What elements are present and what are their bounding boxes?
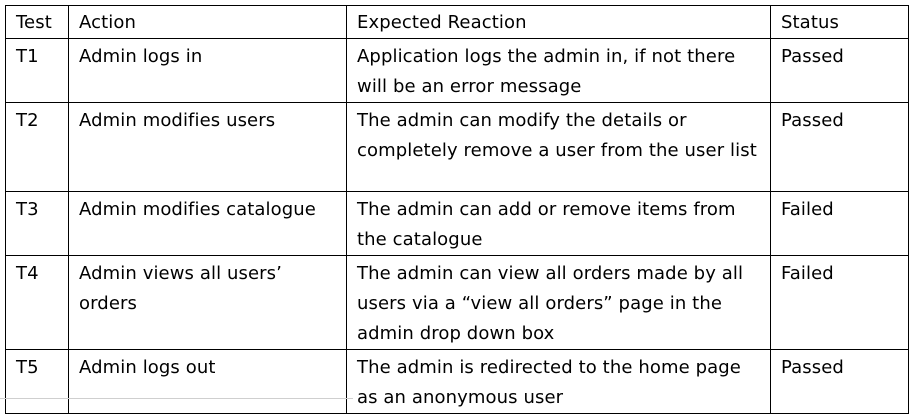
table-row: T3 Admin modifies catalogue The admin ca… (5, 191, 909, 256)
cell-status: Passed (770, 38, 909, 103)
cell-action: Admin logs in (68, 38, 347, 103)
header-status: Status (770, 5, 909, 39)
cell-test-id: T2 (5, 102, 69, 192)
table-row: T4 Admin views all users’ orders The adm… (5, 255, 909, 350)
header-action: Action (68, 5, 347, 39)
cell-test-id: T4 (5, 255, 69, 350)
cell-action: Admin logs out (68, 349, 347, 414)
cell-status: Failed (770, 255, 909, 350)
cell-test-id: T1 (5, 38, 69, 103)
cell-status: Failed (770, 191, 909, 256)
cell-status: Passed (770, 349, 909, 414)
header-expected-reaction: Expected Reaction (346, 5, 771, 39)
cell-expected-reaction: The admin is redirected to the home page… (346, 349, 771, 414)
cell-expected-reaction: The admin can view all orders made by al… (346, 255, 771, 350)
table-row: T1 Admin logs in Application logs the ad… (5, 38, 909, 103)
table-header-row: Test Action Expected Reaction Status (5, 5, 909, 39)
cell-test-id: T3 (5, 191, 69, 256)
header-test: Test (5, 5, 69, 39)
cell-expected-reaction: The admin can add or remove items from t… (346, 191, 771, 256)
test-results-table: Test Action Expected Reaction Status T1 … (5, 5, 909, 414)
cell-status: Passed (770, 102, 909, 192)
cell-action: Admin modifies users (68, 102, 347, 192)
table-row: T5 Admin logs out The admin is redirecte… (5, 349, 909, 414)
cell-expected-reaction: Application logs the admin in, if not th… (346, 38, 771, 103)
cell-expected-reaction: The admin can modify the details or comp… (346, 102, 771, 192)
page-divider (0, 398, 353, 399)
cell-action: Admin views all users’ orders (68, 255, 347, 350)
table-row: T2 Admin modifies users The admin can mo… (5, 102, 909, 192)
cell-test-id: T5 (5, 349, 69, 414)
cell-action: Admin modifies catalogue (68, 191, 347, 256)
